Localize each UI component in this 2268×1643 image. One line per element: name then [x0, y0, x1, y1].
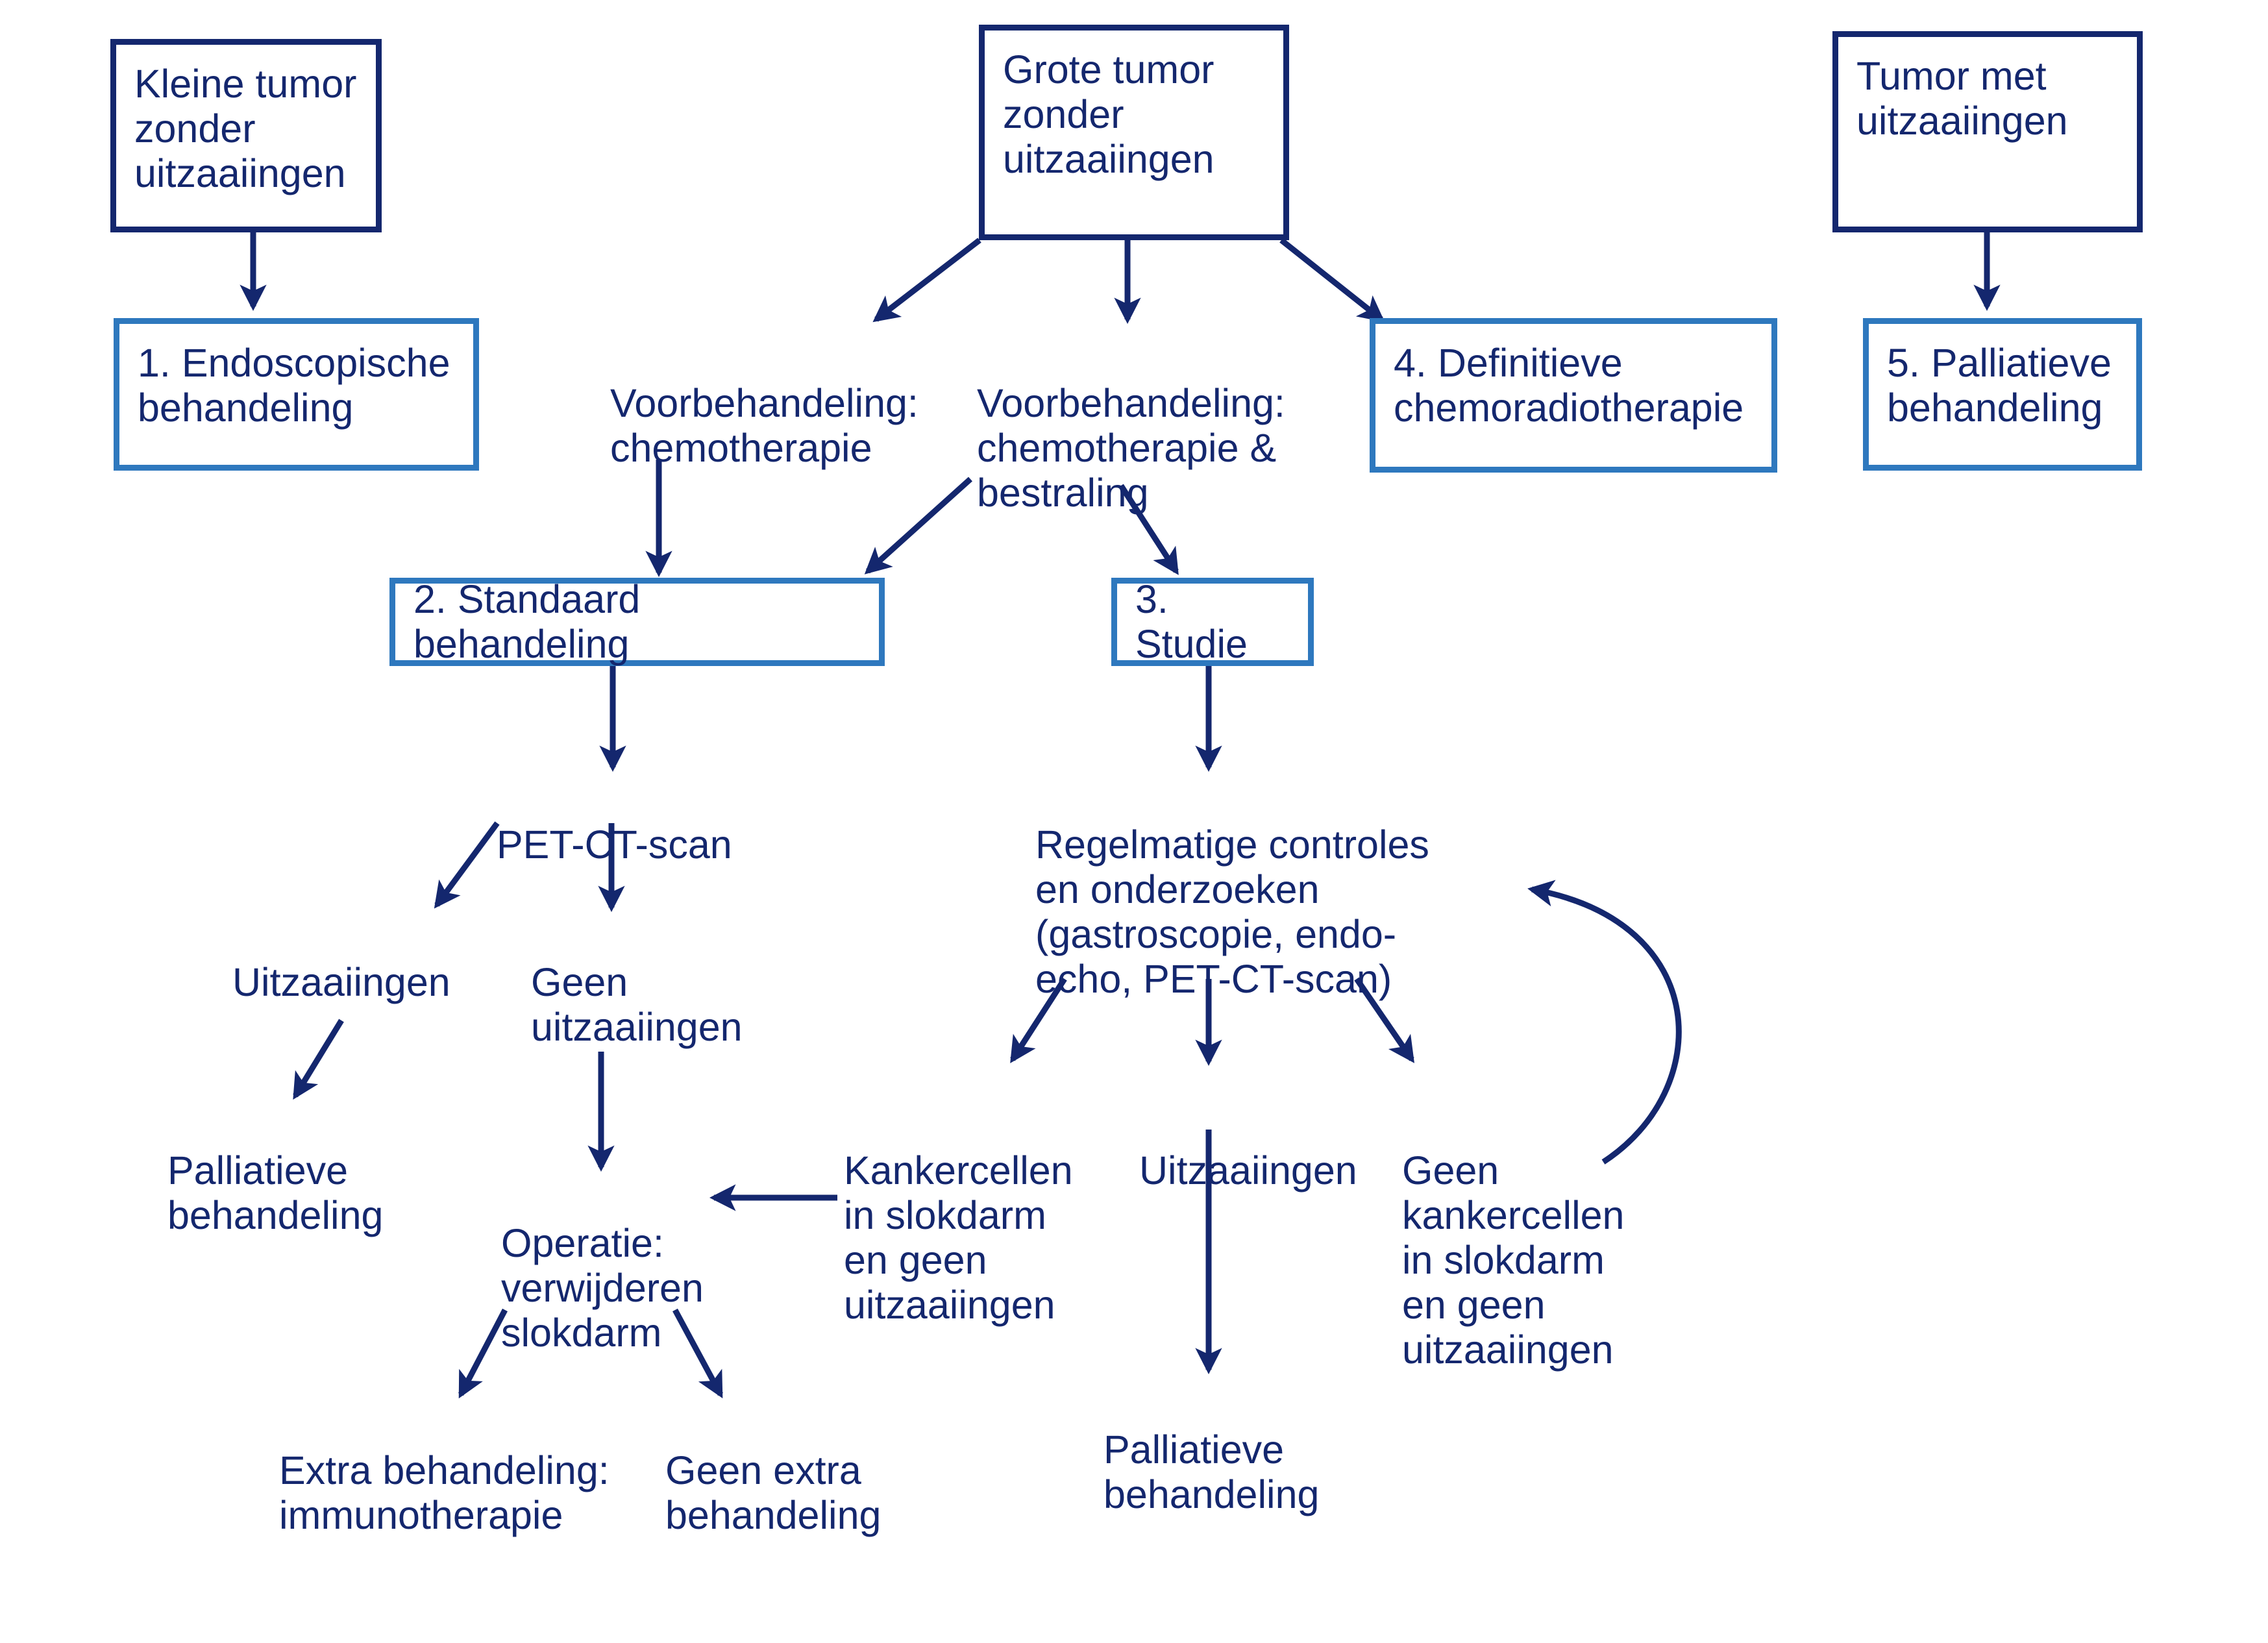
node-kleine-tumor[interactable]: Kleine tumor zonder uitzaaiingen: [110, 39, 382, 232]
node-geen-kankercellen: Geen kankercellen in slokdarm en geen ui…: [1402, 1104, 1649, 1372]
node-geen-uitzaaiingen-label: Geen uitzaaiingen: [531, 959, 743, 1049]
node-voorbehandeling-chemo-bestraling: Voorbehandeling: chemotherapie & bestral…: [977, 336, 1327, 515]
node-definitieve-chemoradiotherapie[interactable]: 4. Definitieve chemoradiotherapie: [1370, 318, 1777, 473]
node-palliatieve-behandeling-midden-label: Palliatieve behandeling: [1103, 1427, 1320, 1516]
node-grote-tumor[interactable]: Grote tumor zonder uitzaaiingen: [979, 25, 1289, 240]
node-standaard-behandeling-label: 2. Standaard behandeling: [413, 577, 641, 666]
node-pet-ct-scan: PET-CT-scan: [497, 778, 756, 867]
node-uitzaaiingen-links-label: Uitzaaiingen: [232, 959, 450, 1004]
edge-voorbehandeling-chemobestraling-to-standaard: [864, 476, 973, 574]
node-operatie: Operatie: verwijderen slokdarm: [501, 1176, 761, 1355]
node-extra-behandeling-label: Extra behandeling: immunotherapie: [279, 1448, 610, 1537]
node-palliatieve-behandeling-5[interactable]: 5. Palliatieve behandeling: [1863, 318, 2142, 471]
node-geen-uitzaaiingen: Geen uitzaaiingen: [531, 915, 778, 1050]
node-uitzaaiingen-links: Uitzaaiingen: [232, 915, 479, 1005]
node-kleine-tumor-label: Kleine tumor zonder uitzaaiingen: [134, 62, 357, 195]
node-studie-label: 3. Studie: [1135, 577, 1248, 666]
edge-grote-tumor-to-definitieve-chemoradiotherapie: [1279, 238, 1385, 323]
node-endoscopische-behandeling-label: 1. Endoscopische behandeling: [138, 341, 450, 430]
node-pet-ct-scan-label: PET-CT-scan: [497, 822, 732, 867]
node-voorbehandeling-chemo: Voorbehandeling: chemotherapie: [610, 336, 974, 471]
node-grote-tumor-label: Grote tumor zonder uitzaaiingen: [1003, 47, 1214, 181]
edge-operatie-to-extra-behandeling: [458, 1308, 508, 1399]
edge-petct-to-uitzaaiingen: [434, 821, 500, 909]
node-tumor-met-uitzaaiingen[interactable]: Tumor met uitzaaiingen: [1832, 31, 2143, 232]
node-palliatieve-behandeling-links: Palliatieve behandeling: [167, 1104, 427, 1238]
node-extra-behandeling: Extra behandeling: immunotherapie: [279, 1403, 617, 1538]
node-geen-kankercellen-label: Geen kankercellen in slokdarm en geen ui…: [1402, 1148, 1625, 1372]
node-standaard-behandeling[interactable]: 2. Standaard behandeling: [389, 577, 885, 666]
node-endoscopische-behandeling[interactable]: 1. Endoscopische behandeling: [114, 318, 479, 471]
node-tumor-met-uitzaaiingen-label: Tumor met uitzaaiingen: [1856, 54, 2068, 143]
node-voorbehandeling-chemo-label: Voorbehandeling: chemotherapie: [610, 380, 918, 470]
node-operatie-label: Operatie: verwijderen slokdarm: [501, 1220, 704, 1355]
node-kankercellen-in-slokdarm: Kankercellen in slokdarm en geen uitzaai…: [844, 1104, 1084, 1328]
node-regelmatige-controles: Regelmatige controles en onderzoeken (ga…: [1035, 778, 1451, 1002]
node-palliatieve-behandeling-5-label: 5. Palliatieve behandeling: [1887, 341, 2112, 430]
node-studie[interactable]: 3. Studie: [1111, 577, 1314, 666]
node-definitieve-chemoradiotherapie-label: 4. Definitieve chemoradiotherapie: [1394, 341, 1744, 430]
node-voorbehandeling-chemo-bestraling-label: Voorbehandeling: chemotherapie & bestral…: [977, 380, 1285, 515]
node-geen-extra-behandeling: Geen extra behandeling: [665, 1403, 925, 1538]
edge-uitzaaiingen-to-palliatieve: [293, 1019, 344, 1100]
node-palliatieve-behandeling-links-label: Palliatieve behandeling: [167, 1148, 384, 1237]
node-uitzaaiingen-midden: Uitzaaiingen: [1139, 1104, 1392, 1193]
node-palliatieve-behandeling-midden: Palliatieve behandeling: [1103, 1383, 1363, 1517]
node-geen-extra-behandeling-label: Geen extra behandeling: [665, 1448, 881, 1537]
node-uitzaaiingen-midden-label: Uitzaaiingen: [1139, 1148, 1357, 1192]
node-regelmatige-controles-label: Regelmatige controles en onderzoeken (ga…: [1035, 822, 1429, 1001]
node-kankercellen-in-slokdarm-label: Kankercellen in slokdarm en geen uitzaai…: [844, 1148, 1073, 1327]
edge-grote-tumor-to-voorbehandeling-chemo: [872, 238, 981, 323]
